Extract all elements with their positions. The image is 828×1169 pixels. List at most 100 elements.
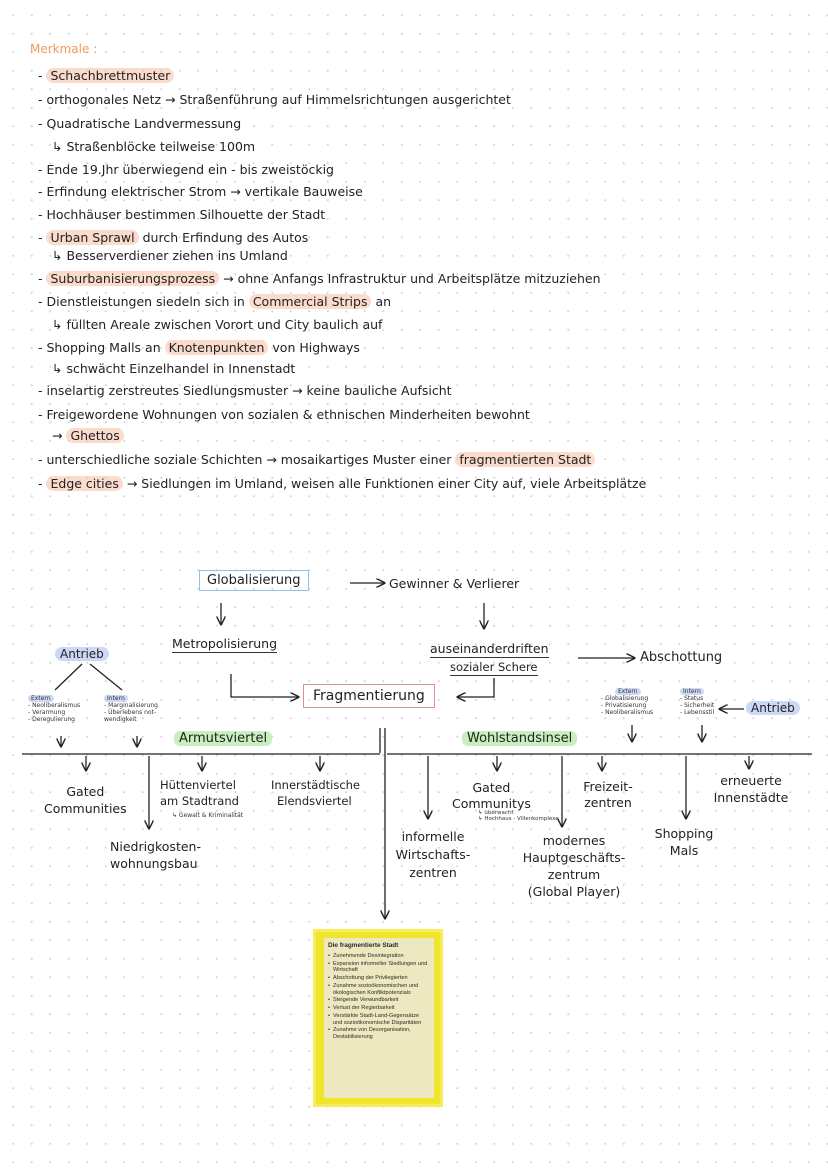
merkmal-highlight: Suburbanisierungsprozess	[46, 271, 220, 286]
node-fragmentierung: Fragmentierung	[303, 684, 435, 708]
erneuerte-line: Innenstädte	[713, 790, 789, 805]
intern-left-item: - Marginalisierung	[104, 702, 158, 709]
extern-left-item: - Verarmung	[28, 709, 66, 716]
extern-right-title: Extern	[615, 688, 641, 695]
merkmal-text: ↳ Besserverdiener ziehen ins Umland	[52, 248, 288, 263]
extern-left: Extern - Neoliberalismus - Verarmung - D…	[28, 695, 80, 723]
intern-right-item: - Status	[680, 695, 704, 702]
label-antrieb-right: Antrieb	[746, 701, 800, 715]
merkmal-item: ↳ füllten Areale zwischen Vorort und Cit…	[52, 317, 382, 332]
node-modernes-hauptgeschaeftszentrum: modernes Hauptgeschäfts- zentrum (Global…	[514, 832, 634, 900]
merkmal-item: ↳ Besserverdiener ziehen ins Umland	[52, 248, 288, 263]
merkmal-item: - inselartig zerstreutes Siedlungsmuster…	[38, 383, 452, 398]
bullet-dash: -	[38, 476, 47, 491]
intern-left-title: Intern	[104, 695, 128, 702]
bullet-dash: -	[38, 92, 47, 107]
merkmal-item: - orthogonales Netz → Straßenführung auf…	[38, 92, 511, 107]
merkmal-text: ↳ schwächt Einzelhandel in Innenstadt	[52, 361, 296, 376]
node-gated-communities-left: Gated Communities	[44, 783, 127, 817]
extern-right: Extern - Globalisierung - Privatisierung…	[601, 688, 653, 716]
niedrig-line: Niedrigkosten-	[110, 839, 201, 854]
merkmal-item: ↳ Straßenblöcke teilweise 100m	[52, 139, 255, 154]
bullet-dash: -	[38, 383, 47, 398]
label-wohlstandsinsel: Wohlstandsinsel	[462, 731, 578, 746]
merkmal-item: ↳ schwächt Einzelhandel in Innenstadt	[52, 361, 295, 376]
shopping-line: Mals	[669, 843, 699, 858]
elend-line: Innerstädtische	[271, 778, 361, 792]
extern-left-item: - Deregulierung	[28, 716, 75, 723]
note-gewalt: ↳ Gewalt & Kriminalität	[172, 812, 244, 819]
node-erneuerte-innenstaedte: erneuerte Innenstädte	[708, 772, 794, 806]
merkmal-item: - unterschiedliche soziale Schichten → m…	[38, 452, 596, 467]
niedrig-line: wohnungsbau	[110, 856, 198, 871]
merkmal-highlight: Edge cities	[46, 476, 123, 491]
clipping-item: Zunehmende Desintegration	[328, 953, 430, 960]
informelle-line: informelle	[401, 829, 465, 844]
arrow-auseinander-fragmentierung	[458, 678, 495, 697]
merkmal-item: - Dienstleistungen siedeln sich in Comme…	[38, 294, 391, 309]
node-informelle-wirtschaftszentren: informelle Wirtschafts- zentren	[393, 828, 473, 882]
merkmal-text: Quadratische Landvermessung	[46, 116, 242, 131]
gated-left-line: Gated	[66, 784, 105, 799]
intern-right-item: - Sicherheit	[680, 702, 715, 709]
merkmal-item: - Schachbrettmuster	[38, 68, 175, 83]
merkmal-text: inselartig zerstreutes Siedlungsmuster →…	[46, 383, 452, 398]
bullet-dash: -	[38, 116, 47, 131]
node-sozialer-schere: sozialer Schere	[450, 660, 538, 676]
extern-left-item: - Neoliberalismus	[28, 702, 81, 709]
line-antrieb-intern	[89, 663, 123, 691]
textbook-clipping: Die fragmentierte Stadt Zunehmende Desin…	[316, 932, 440, 1104]
clipping-item: Verlust der Regierbarkeit	[328, 1005, 430, 1012]
gated-left-line: Communities	[44, 801, 127, 816]
gated-right-note: ↳ Hochhaus - Villenkomplexe	[478, 816, 559, 822]
merkmal-text: Shopping Malls an	[46, 340, 165, 355]
extern-right-item: - Globalisierung	[601, 695, 649, 702]
extern-left-title: Extern	[28, 695, 54, 702]
freizeit-line: Freizeit-	[583, 779, 633, 794]
merkmal-item: - Edge cities → Siedlungen im Umland, we…	[38, 476, 646, 491]
line-antrieb-extern	[54, 663, 83, 691]
node-abschottung: Abschottung	[640, 650, 723, 665]
extern-right-item: - Neoliberalismus	[601, 709, 654, 716]
merkmal-item: - Freigewordene Wohnungen von sozialen &…	[38, 407, 530, 422]
intern-right-title: Intern	[680, 688, 704, 695]
label-antrieb-left: Antrieb	[55, 647, 109, 661]
huetten-line: am Stadtrand	[160, 794, 239, 808]
merkmal-item: - Quadratische Landvermessung	[38, 116, 241, 131]
erneuerte-line: erneuerte	[720, 773, 782, 788]
clipping-item: Abschottung der Privilegierten	[328, 975, 430, 982]
extern-right-item: - Privatisierung	[601, 702, 647, 709]
bullet-dash: -	[38, 340, 47, 355]
shopping-line: Shopping	[654, 826, 714, 841]
bullet-dash: -	[38, 452, 47, 467]
merkmal-text: ↳ Straßenblöcke teilweise 100m	[52, 139, 256, 154]
bullet-dash: -	[38, 294, 47, 309]
merkmal-highlight: Ghettos	[66, 428, 124, 443]
modernes-line: Hauptgeschäfts-	[522, 850, 626, 865]
merkmal-text: durch Erfindung des Autos	[138, 230, 309, 245]
merkmal-item: - Hochhäuser bestimmen Silhouette der St…	[38, 207, 325, 222]
modernes-line: (Global Player)	[527, 884, 621, 899]
node-shopping-mals: Shopping Mals	[652, 825, 716, 859]
node-globalisierung: Globalisierung	[199, 570, 309, 591]
intern-left-item: wendigkeit	[104, 716, 137, 723]
node-freizeitzentren: Freizeit- zentren	[578, 779, 638, 811]
clipping-item: Steigende Verwundbarkeit	[328, 997, 430, 1004]
node-elendsviertel: Innerstädtische Elendsviertel	[271, 777, 360, 809]
merkmal-highlight: Schachbrettmuster	[46, 68, 175, 83]
informelle-line: zentren	[409, 865, 457, 880]
bullet-dash: -	[38, 207, 47, 222]
merkmal-text: Ende 19.Jhr überwiegend ein - bis zweist…	[46, 162, 334, 177]
merkmal-text: von Highways	[268, 340, 360, 355]
merkmal-item: - Urban Sprawl durch Erfindung des Autos	[38, 230, 308, 245]
merkmal-text: Dienstleistungen siedeln sich in	[46, 294, 249, 309]
clipping-list: Zunehmende DesintegrationExpansion infor…	[328, 953, 430, 1040]
modernes-line: modernes	[542, 833, 606, 848]
merkmal-text: Erfindung elektrischer Strom → vertikale…	[46, 184, 363, 199]
page-heading: Merkmale :	[30, 42, 98, 56]
clipping-item: Zunahme sozioökonomischen und ökologisch…	[328, 983, 430, 996]
label-armutsviertel: Armutsviertel	[174, 731, 273, 746]
merkmal-text: →	[52, 428, 67, 443]
merkmal-highlight: Knotenpunkten	[164, 340, 269, 355]
